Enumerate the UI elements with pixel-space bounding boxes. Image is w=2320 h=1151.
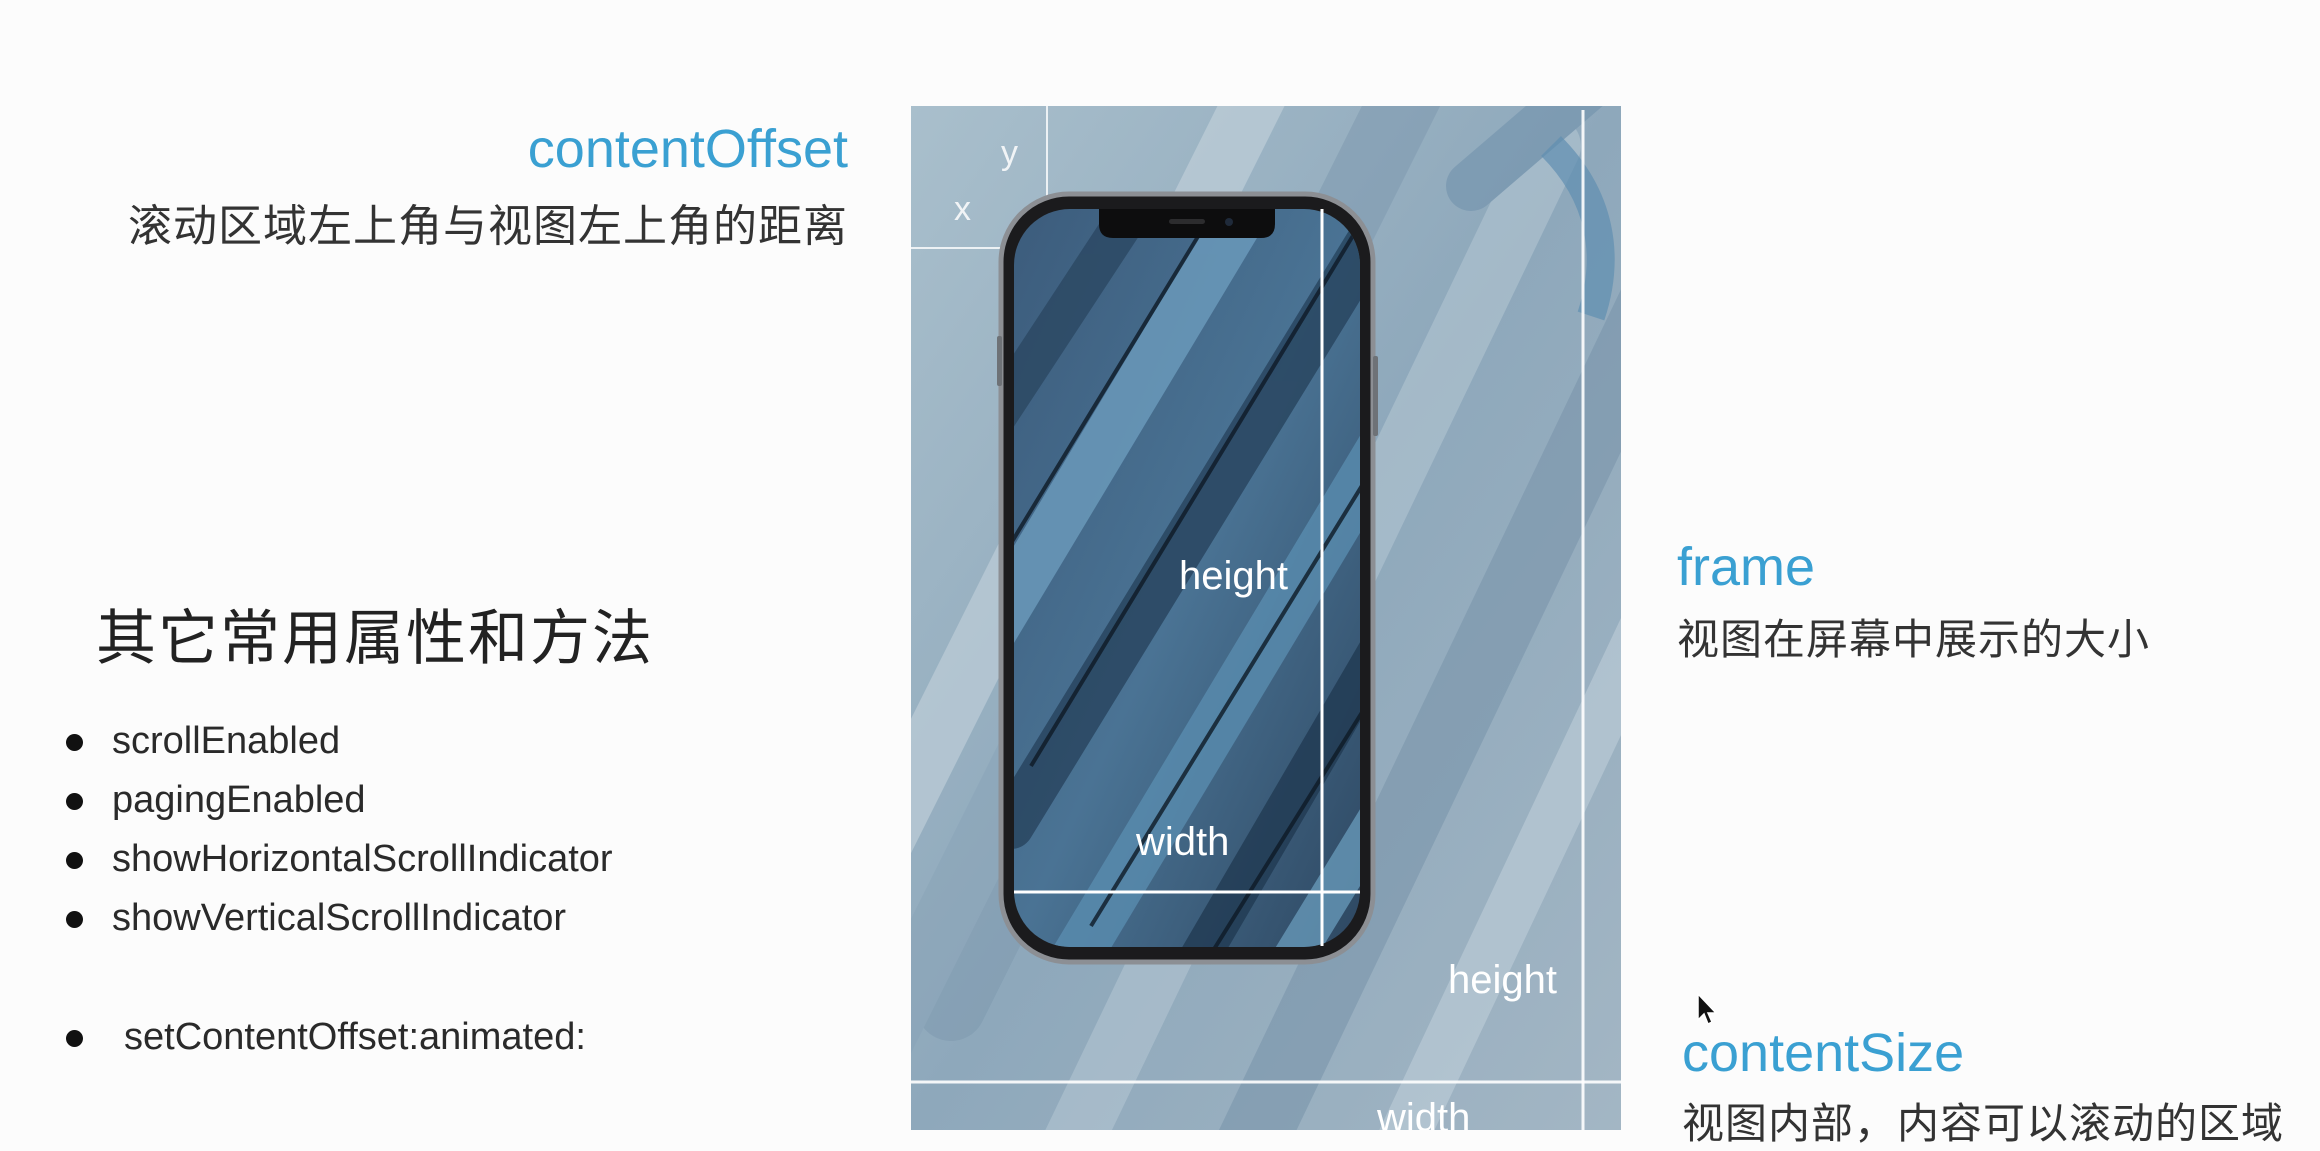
property-name: scrollEnabled [112, 720, 341, 762]
bullet-icon [66, 1030, 83, 1047]
method-name: setContentOffset:animated: [124, 1016, 586, 1058]
frame-title: frame [1677, 537, 1816, 597]
property-name: showVerticalScrollIndicator [112, 897, 567, 939]
property-name: showHorizontalScrollIndicator [112, 838, 613, 880]
property-name: pagingEnabled [112, 779, 366, 821]
frame-width-label: width [1136, 820, 1230, 864]
frame-height-label: height [1179, 554, 1288, 598]
property-list: scrollEnabled pagingEnabled showHorizont… [62, 712, 613, 948]
scrollview-diagram: y x height width height width [911, 106, 1621, 1130]
offset-y-label: y [1001, 134, 1018, 172]
bullet-icon [66, 852, 83, 869]
list-item: showVerticalScrollIndicator [62, 889, 613, 948]
content-height-label: height [1448, 958, 1557, 1002]
content-offset-description: 滚动区域左上角与视图左上角的距离 [128, 202, 848, 251]
other-properties-title: 其它常用属性和方法 [96, 605, 654, 672]
bullet-icon [66, 793, 83, 810]
content-offset-title: contentOffset [527, 119, 848, 179]
bullet-icon [66, 734, 83, 751]
method-item: setContentOffset:animated: [62, 1008, 586, 1067]
list-item: scrollEnabled [62, 712, 613, 771]
mouse-cursor-icon [1697, 992, 1718, 1026]
list-item: showHorizontalScrollIndicator [62, 830, 613, 889]
bullet-icon [66, 911, 83, 928]
content-width-label: width [1377, 1096, 1471, 1130]
offset-x-label: x [954, 190, 971, 228]
frame-description: 视图在屏幕中展示的大小 [1677, 616, 2151, 663]
content-size-description: 视图内部，内容可以滚动的区域 [1682, 1100, 2285, 1147]
content-size-title: contentSize [1682, 1023, 1965, 1083]
list-item: pagingEnabled [62, 771, 613, 830]
feather-background [911, 106, 1621, 1130]
